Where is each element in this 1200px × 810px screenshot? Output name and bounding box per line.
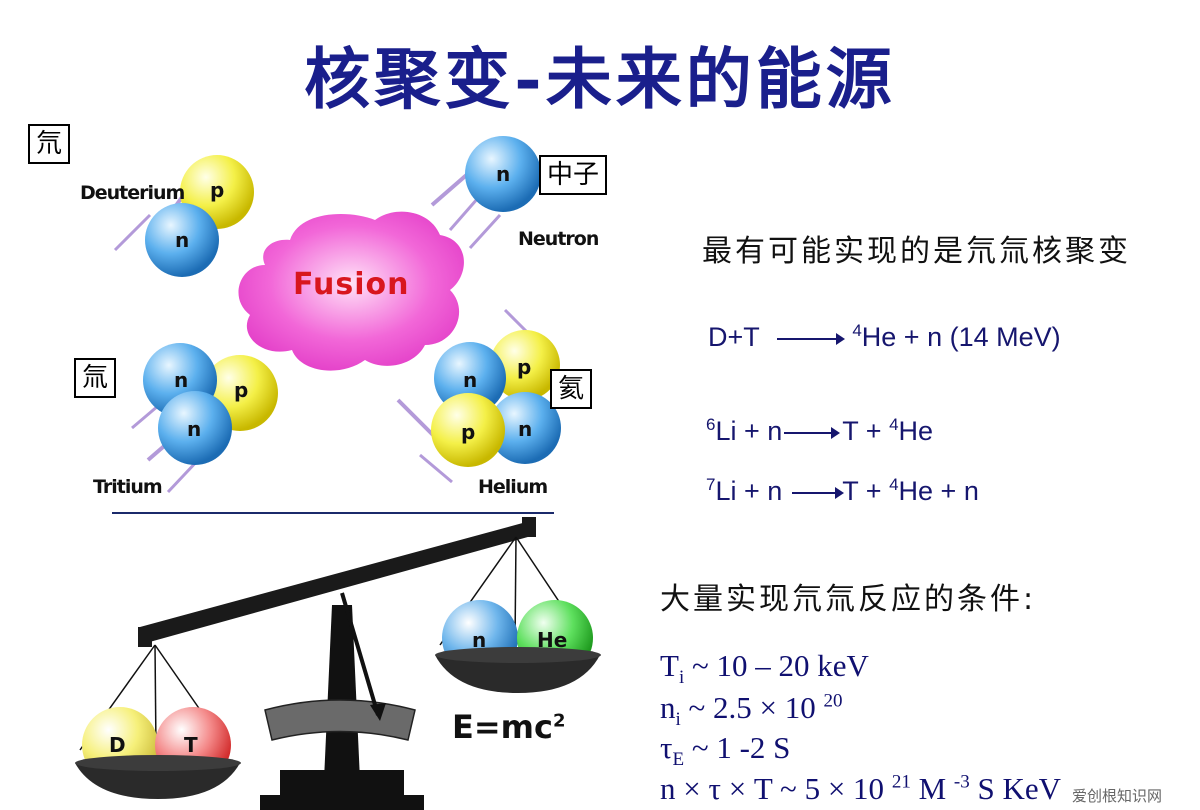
page-title: 核聚变-未来的能源 <box>304 40 896 118</box>
deuterium-proton-label: p <box>210 178 225 202</box>
scale-deuterium-label: D <box>109 733 126 757</box>
arrow-icon <box>784 426 841 439</box>
helium-proton-label-2: p <box>461 420 476 444</box>
helium-neutron-label-1: n <box>463 368 478 392</box>
watermark: 爱创根知识网 <box>1068 784 1167 807</box>
divider-line <box>112 512 554 514</box>
conditions-title: 大量实现氘氚反应的条件: <box>660 582 1037 617</box>
arrow-icon <box>776 332 845 345</box>
condition-density: ni ~ 2.5 × 10 20 <box>660 690 843 731</box>
tritium-proton-label: p <box>234 378 249 402</box>
tritium-neutron-label-1: n <box>174 368 189 392</box>
fusion-illustration <box>113 136 561 494</box>
neutron-ball-label: n <box>496 162 511 186</box>
scale-helium-label: He <box>537 628 568 652</box>
tritium-cn-label: 氚 <box>74 358 117 398</box>
scale-tritium-label: T <box>184 733 198 757</box>
emc2-formula: E=mc2 <box>452 708 566 746</box>
helium-en-label: Helium <box>478 476 548 498</box>
balance-scale-illustration <box>75 517 601 810</box>
tritium-en-label: Tritium <box>93 476 163 498</box>
headline-dt-fusion: 最有可能实现的是氘氚核聚变 <box>702 234 1131 269</box>
fusion-label: Fusion <box>293 267 410 302</box>
helium-proton-label-1: p <box>517 355 532 379</box>
condition-confinement-time: τE ~ 1 -2 S <box>660 730 791 771</box>
tritium-neutron-label-2: n <box>187 417 202 441</box>
neutron-cn-label: 中子 <box>539 155 608 195</box>
condition-temperature: Ti ~ 10 – 20 keV <box>660 648 869 689</box>
scale-neutron-label: n <box>472 628 487 652</box>
fusion-blob <box>238 211 464 371</box>
condition-triple-product: n × τ × T ~ 5 × 10 21 M -3 S KeV <box>660 771 1061 806</box>
deuterium-en-label: Deuterium <box>80 182 185 204</box>
helium-cn-label: 氦 <box>550 369 593 409</box>
reaction-dt: D+T 4He + n (14 MeV) <box>708 321 1061 352</box>
arrow-icon <box>792 486 845 499</box>
neutron-en-label: Neutron <box>518 228 599 250</box>
deuterium-cn-label: 氘 <box>28 124 71 164</box>
deuterium-neutron-label: n <box>175 228 190 252</box>
helium-neutron-label-2: n <box>518 417 533 441</box>
